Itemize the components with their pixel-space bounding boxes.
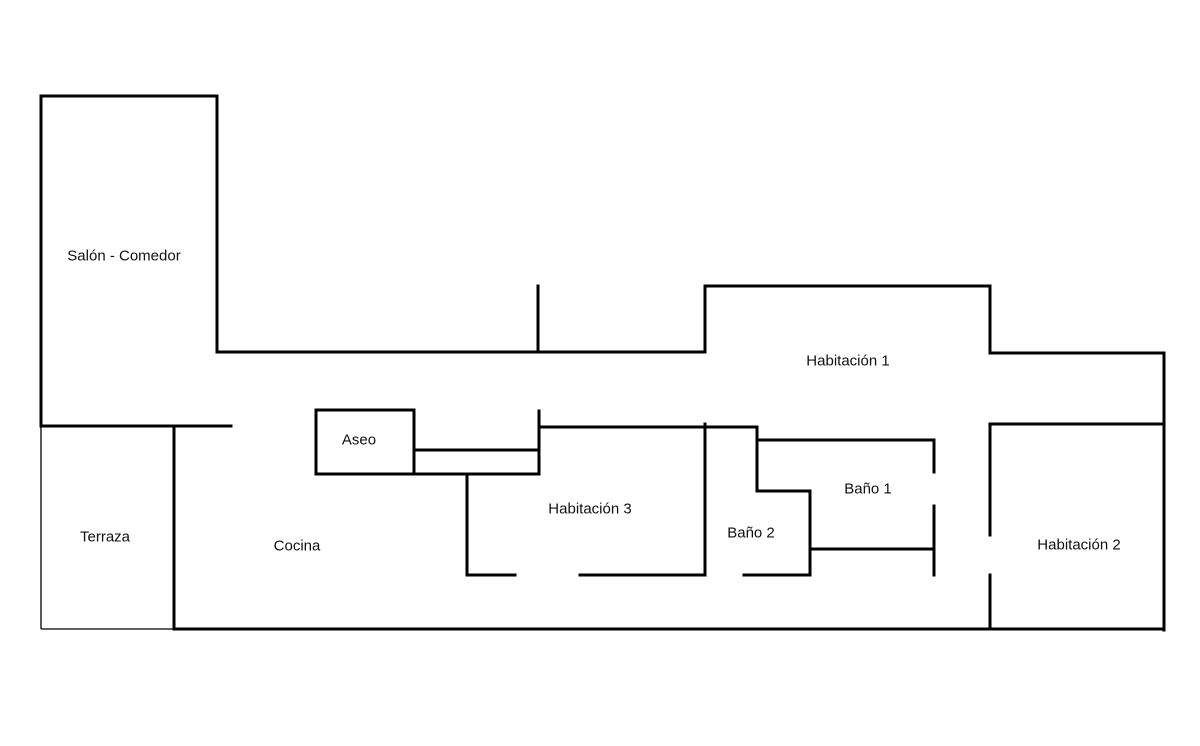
walls-bano-1 <box>755 438 936 577</box>
walls-bano-2 <box>742 425 812 577</box>
walls-habitacion-2 <box>988 422 1166 631</box>
label-habitacion-2: Habitación 2 <box>1037 536 1121 554</box>
walls-cocina <box>172 424 1166 631</box>
walls-corridor-top <box>215 284 707 354</box>
label-bano-2: Baño 2 <box>727 524 775 542</box>
label-aseo: Aseo <box>341 431 377 449</box>
label-cocina: Cocina <box>273 537 321 555</box>
walls-aseo <box>314 408 540 476</box>
walls-habitacion-3 <box>465 409 759 577</box>
walls-habitacion-1 <box>703 284 1166 632</box>
label-habitacion-3: Habitación 3 <box>548 500 632 518</box>
walls-terraza <box>40 426 174 630</box>
label-terraza: Terraza <box>79 528 131 546</box>
label-habitacion-1: Habitación 1 <box>806 352 890 370</box>
label-salon-comedor: Salón - Comedor <box>67 247 181 265</box>
label-bano-1: Baño 1 <box>844 480 892 498</box>
walls-salon-comedor <box>39 94 233 428</box>
